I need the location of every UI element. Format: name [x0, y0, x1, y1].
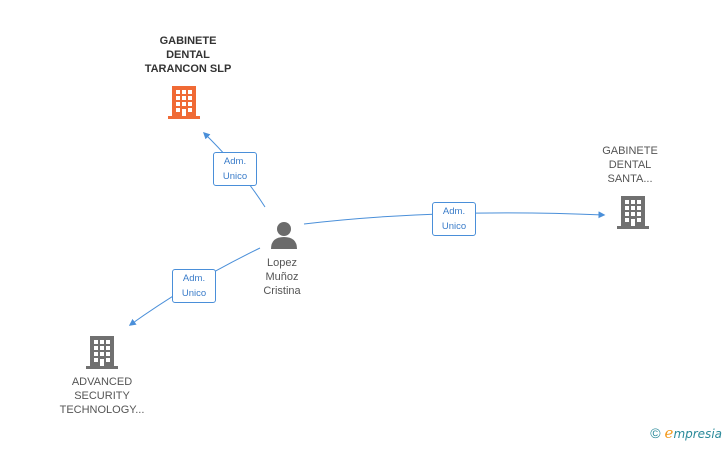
node-label-right[interactable]: GABINETE DENTAL SANTA...: [602, 145, 658, 185]
role-badge-bottom-left[interactable]: Adm. Unico: [172, 269, 216, 303]
node-label-bottom-left[interactable]: ADVANCED SECURITY TECHNOLOGY...: [59, 376, 145, 416]
copyright-icon: ©: [650, 425, 661, 441]
person-icon[interactable]: [268, 219, 300, 251]
brand-name: mpresia: [673, 427, 722, 441]
role-badge-right[interactable]: Adm. Unico: [432, 202, 476, 236]
empresia-watermark: ©empresia: [650, 424, 722, 442]
brand-e: e: [664, 424, 674, 442]
node-label-center[interactable]: Lopez Muñoz Cristina: [263, 257, 301, 297]
role-badge-top[interactable]: Adm. Unico: [213, 152, 257, 186]
building-icon[interactable]: [617, 194, 649, 230]
building-icon[interactable]: [86, 334, 118, 370]
node-label-top[interactable]: GABINETE DENTAL TARANCON SLP: [144, 35, 232, 75]
building-icon[interactable]: [168, 84, 200, 120]
